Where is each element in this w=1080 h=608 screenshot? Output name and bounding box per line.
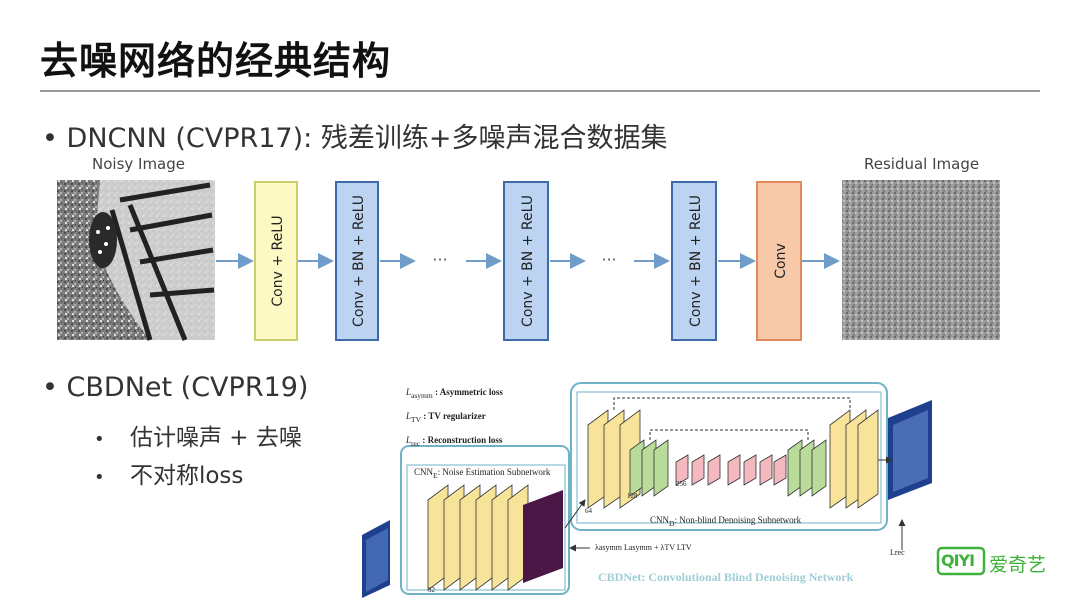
channel-label-32: 32 — [428, 586, 435, 594]
bullet-mark: • — [42, 372, 58, 403]
sub-bullet-2: • 不对称loss — [94, 456, 243, 490]
bullet-text: CBDNet (CVPR19) — [66, 372, 309, 403]
sub-bullet-mark: • — [94, 467, 105, 488]
sub-bullet-text: 估计噪声 + 去噪 — [129, 425, 302, 451]
noisy-image-caption: Noisy Image — [92, 155, 186, 173]
block-label-4: Conv + BN + ReLU — [688, 195, 704, 327]
block-label-5: Conv — [773, 243, 789, 279]
residual-image-caption: Residual Image — [864, 155, 980, 173]
channel-label-64: 64 — [585, 507, 592, 515]
qiyi-logo — [936, 546, 986, 576]
sub-bullet-1: • 估计噪声 + 去噪 — [94, 418, 302, 452]
cbdnet-caption: CBDNet: Convolutional Blind Denoising Ne… — [598, 570, 854, 584]
legend-item-tv: LTV : TV regularizer — [406, 410, 486, 424]
rec-loss-label: Lrec — [890, 548, 905, 557]
bullet-mark: • — [42, 123, 58, 154]
block-conv-relu — [254, 181, 298, 341]
bullet-text: DNCNN (CVPR17): 残差训练+多噪声混合数据集 — [66, 123, 668, 154]
legend-item-rec: Lrec : Reconstruction loss — [406, 434, 503, 448]
loss-formula: λasymm Lasymm + λTV LTV — [595, 543, 692, 552]
bullet-dncnn: • DNCNN (CVPR17): 残差训练+多噪声混合数据集 — [42, 116, 667, 155]
ellipsis-1: ··· — [432, 250, 447, 269]
cbdnet-diagram — [362, 382, 932, 598]
logo-mark: QIYI — [941, 551, 975, 570]
channel-label-256: 256 — [676, 480, 687, 488]
legend-item-asymm: Lasymm : Asymmetric loss — [406, 387, 503, 400]
block-conv-bn-relu-3 — [671, 181, 717, 341]
slide-title: 去噪网络的经典结构 — [40, 39, 392, 83]
block-label-2: Conv + BN + ReLU — [351, 195, 367, 327]
ellipsis-2: ··· — [601, 250, 616, 269]
residual-image — [842, 180, 1000, 340]
block-label-1: Conv + ReLU — [270, 215, 286, 306]
block-label-3: Conv + BN + ReLU — [520, 195, 536, 327]
noise-net-label: CNNE: Noise Estimation Subnetwork — [414, 467, 551, 480]
block-conv-bn-relu-1 — [335, 181, 379, 341]
channel-label-128: 128 — [627, 492, 638, 500]
sub-bullet-text: 不对称loss — [129, 463, 244, 489]
block-conv-bn-relu-2 — [503, 181, 549, 341]
noisy-image — [57, 180, 215, 341]
denoise-net-label: CNND: Non-blind Denoising Subnetwork — [650, 515, 802, 528]
bullet-cbdnet: • CBDNet (CVPR19) — [42, 372, 308, 403]
block-conv — [756, 181, 802, 341]
cbdnet-legend: Lasymm : Asymmetric loss LTV : TV regula… — [406, 382, 503, 453]
title-divider — [40, 90, 1040, 92]
logo-text: 爱奇艺 — [989, 554, 1047, 576]
sub-bullet-mark: • — [94, 429, 105, 450]
